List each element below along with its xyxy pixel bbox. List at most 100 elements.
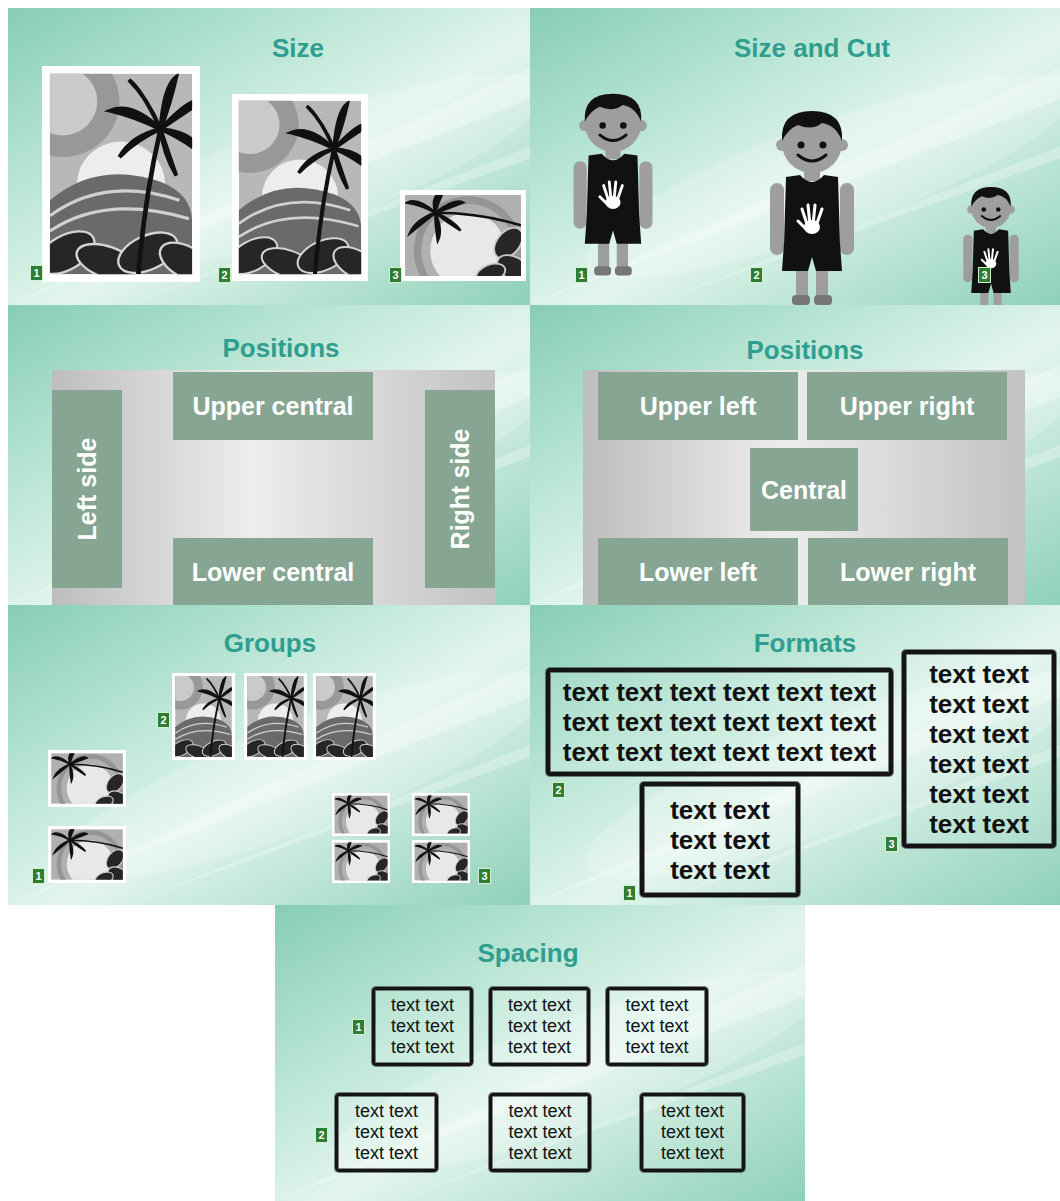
callout-number: 1 — [575, 267, 588, 283]
callout: 1 — [623, 883, 636, 901]
callout-number: 3 — [978, 267, 991, 283]
position-box: Upper right — [807, 372, 1007, 440]
panel-ground — [8, 305, 563, 616]
position-box: Lower central — [173, 538, 373, 605]
callout-number: 1 — [32, 868, 45, 884]
frame-text: text text text text text text — [390, 995, 456, 1058]
callout: 1 — [30, 263, 43, 281]
text-frame: text text text text text text — [489, 1093, 591, 1172]
position-label: Upper central — [192, 391, 353, 421]
photo-cropped — [48, 750, 131, 820]
callout: 2 — [218, 265, 231, 283]
screen-area — [52, 370, 495, 605]
callout-number: 2 — [157, 712, 170, 728]
screen-area — [583, 370, 1025, 605]
position-label: Right side — [445, 429, 475, 550]
position-box: Lower left — [598, 538, 798, 605]
panel: Formatstext text text text text text tex… — [530, 605, 1060, 905]
photo — [230, 665, 315, 763]
photo — [299, 665, 384, 763]
frame-text: text text text text text text — [354, 1101, 420, 1164]
text-frame: text text text text text text — [372, 987, 473, 1066]
panel-ground — [8, 605, 563, 916]
text-frame: text text text text text text text text … — [546, 668, 893, 776]
panel-title: Spacing — [328, 937, 728, 969]
callout-number: 1 — [30, 265, 43, 281]
callout: 3 — [978, 265, 991, 283]
panel: Groups — [8, 605, 530, 905]
frame-text: text text text text text text — [507, 1101, 573, 1164]
callout-number: 2 — [315, 1127, 328, 1143]
text-frame: text text text text text text — [640, 782, 800, 897]
panel-ground — [530, 305, 1060, 616]
position-label: Lower left — [639, 557, 757, 587]
callout: 1 — [32, 866, 45, 884]
callout-number: 1 — [623, 885, 636, 901]
callout: 1 — [352, 1017, 365, 1035]
position-box: Upper left — [598, 372, 798, 440]
photo-cropped — [332, 840, 394, 893]
text-frame: text text text text text text — [640, 1093, 745, 1172]
position-box: Upper central — [173, 372, 373, 440]
callout-number: 3 — [885, 836, 898, 852]
callout: 2 — [750, 265, 763, 283]
position-label: Lower right — [840, 557, 976, 587]
position-box: Right side — [425, 390, 495, 588]
panel: Size and Cut — [530, 8, 1060, 305]
panel-title: Positions — [81, 332, 481, 364]
photo — [158, 665, 243, 763]
panel-title: Size and Cut — [612, 32, 1012, 64]
boy-figure — [963, 187, 1018, 315]
callout: 1 — [575, 265, 588, 283]
frame-text: text text text text text text text text … — [562, 677, 878, 767]
panel: PositionsUpper left Upper rightCentralLow… — [530, 305, 1060, 605]
callout-number: 2 — [552, 782, 565, 798]
photo — [6, 46, 219, 289]
position-label: Upper right — [840, 391, 975, 421]
boy-figure — [770, 111, 854, 305]
frame-text: text text text text text text — [507, 995, 573, 1058]
panel: PositionsUpper centralLeft side Right sid… — [8, 305, 530, 605]
photo-cropped — [412, 840, 474, 893]
panel-ground — [275, 905, 838, 1201]
callout: 3 — [885, 834, 898, 852]
position-label: Lower central — [192, 557, 355, 587]
frame-text: text text text text text text — [669, 795, 771, 885]
panel-title: Size — [98, 32, 498, 64]
position-box: Central — [750, 448, 858, 531]
text-frame: text text text text text text text text … — [902, 650, 1056, 848]
panel-title: Groups — [70, 627, 470, 659]
photo — [201, 77, 384, 288]
callout-number: 3 — [478, 868, 491, 884]
text-frame: text text text text text text — [335, 1093, 438, 1172]
callout: 2 — [552, 780, 565, 798]
panel-ground — [530, 8, 1060, 316]
boy-figure — [574, 94, 653, 276]
panel: Spacing text text text text text text text… — [275, 905, 805, 1201]
position-box: Lower right — [808, 538, 1008, 605]
panel-title: Positions — [605, 334, 1005, 366]
callout: 2 — [315, 1125, 328, 1143]
callout: 3 — [389, 265, 402, 283]
text-frame: text text text text text text — [489, 987, 590, 1066]
panel-ground — [530, 605, 1060, 916]
position-label: Left side — [72, 438, 102, 541]
position-box: Left side — [52, 390, 122, 588]
position-label: Upper left — [640, 391, 757, 421]
callout: 3 — [478, 866, 491, 884]
panel: Size — [8, 8, 530, 305]
callout-number: 3 — [389, 267, 402, 283]
text-frame: text text text text text text — [606, 987, 708, 1066]
photo-cropped — [332, 793, 394, 846]
callout-number: 2 — [218, 267, 231, 283]
frame-text: text text text text text text — [624, 995, 690, 1058]
panel-title: Formats — [605, 627, 1005, 659]
photo-cropped — [412, 793, 474, 846]
photo-cropped — [400, 190, 534, 301]
photo-cropped — [48, 826, 131, 896]
frame-text: text text text text text text text text … — [928, 659, 1030, 839]
callout-number: 2 — [750, 267, 763, 283]
callout: 2 — [157, 710, 170, 728]
position-label: Central — [761, 475, 847, 505]
